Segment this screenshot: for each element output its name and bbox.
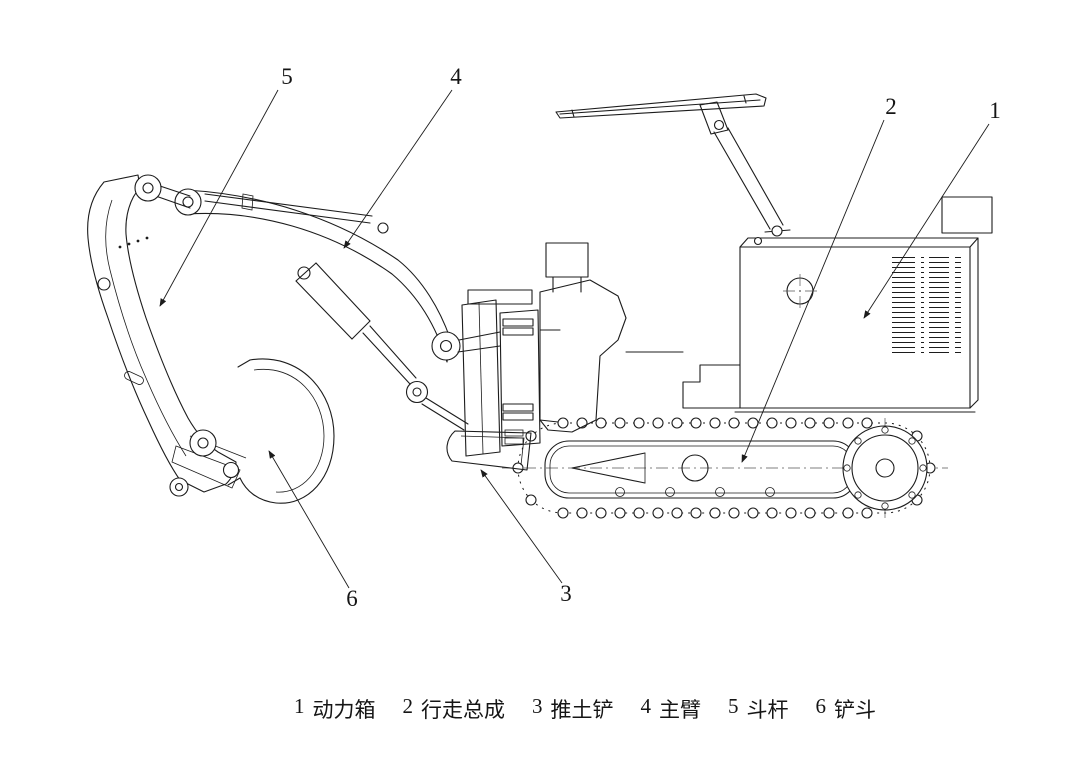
legend-label: 铲斗 [834, 698, 876, 722]
legend-label: 推土铲 [550, 698, 614, 722]
legend-number: 1 [294, 694, 305, 718]
direction-arrow [571, 452, 646, 484]
callout-1: 1 [989, 98, 1001, 123]
leader-line-3 [480, 469, 563, 584]
main-arm [118, 188, 501, 431]
legend-label: 斗杆 [746, 698, 789, 722]
legend-label: 主臂 [659, 698, 701, 722]
legend-item-5: 5 斗杆 [728, 694, 789, 724]
sight-glass [783, 274, 817, 308]
legend-label: 行走总成 [421, 698, 505, 722]
crawler-track [502, 417, 948, 519]
legend-item-3: 3 推土铲 [532, 694, 614, 724]
leader-lines [159, 89, 990, 589]
callout-2: 2 [885, 94, 897, 119]
power-box [682, 196, 993, 413]
dozer-blade [446, 430, 532, 471]
top-right-box [941, 196, 993, 234]
legend-label: 动力箱 [312, 698, 376, 722]
legend-number: 5 [728, 694, 739, 718]
leader-line-1 [863, 123, 990, 319]
leader-line-2 [741, 119, 885, 463]
dipper-arm [87, 174, 247, 497]
leader-line-4 [343, 89, 453, 249]
track-frame [544, 440, 858, 499]
legend-item-6: 6 铲斗 [816, 694, 877, 724]
legend-item-2: 2 行走总成 [403, 694, 506, 724]
legend-item-4: 4 主臂 [641, 694, 702, 724]
callout-5: 5 [281, 64, 293, 89]
canopy [555, 93, 791, 237]
callout-3: 3 [560, 581, 572, 606]
legend: 1 动力箱 2 行走总成 3 推土铲 4 主臂 5 斗杆 6 铲斗 [42, 694, 1086, 724]
bucket [227, 358, 335, 504]
legend-number: 4 [640, 694, 652, 718]
drive-sprocket [842, 425, 928, 511]
arm-mount-frame [539, 242, 684, 433]
leader-line-5 [159, 89, 279, 307]
legend-number: 6 [815, 694, 827, 718]
bucket-linkage [169, 429, 247, 497]
legend-item-1: 1 动力箱 [294, 694, 376, 724]
callout-6: 6 [346, 586, 358, 611]
callout-4: 4 [450, 64, 462, 89]
mount-plates [461, 289, 561, 457]
arm-cylinder [295, 262, 417, 385]
legend-number: 2 [402, 694, 414, 718]
legend-number: 3 [532, 694, 543, 718]
leader-line-6 [268, 450, 350, 589]
